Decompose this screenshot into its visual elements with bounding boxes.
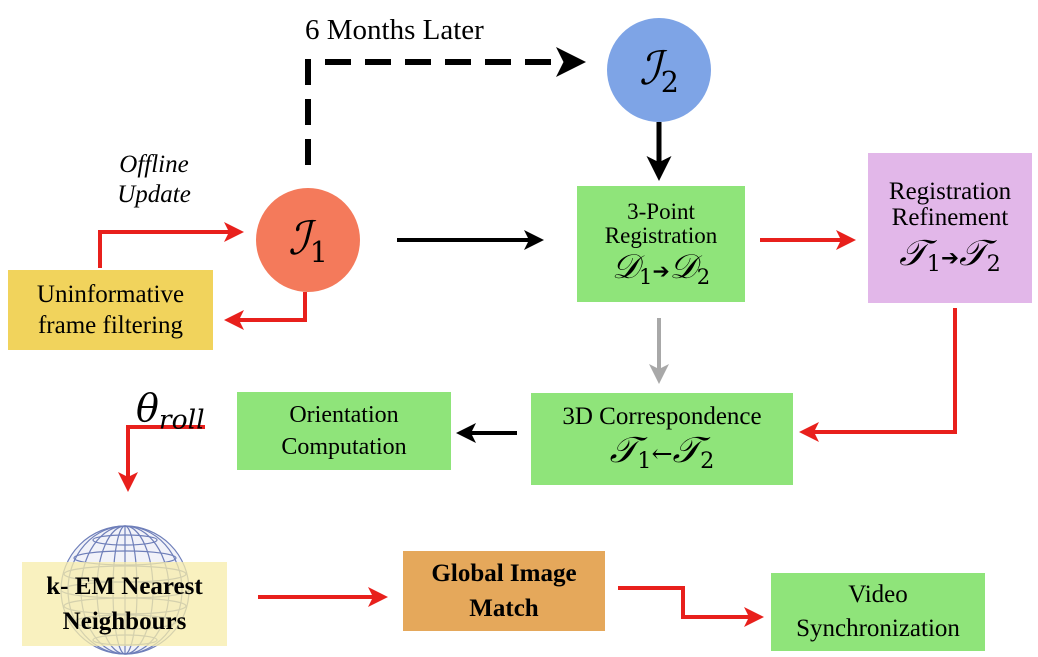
uninformative-line1: Uninformative bbox=[36, 280, 185, 308]
refinement-line1: Registration bbox=[888, 177, 1012, 205]
global-line1: Global Image bbox=[431, 560, 577, 587]
i1-symbol: ℐ bbox=[288, 211, 310, 265]
ct2-symbol: 𝒯 bbox=[672, 430, 701, 472]
arrow-i1-to-filtering bbox=[224, 292, 307, 330]
global-image-match-box: Global Image Match bbox=[403, 551, 605, 631]
theta-roll-label: θroll bbox=[136, 386, 205, 435]
theta-symbol: θ bbox=[136, 386, 159, 430]
video-line2: Synchronization bbox=[796, 615, 960, 642]
three-point-line1: 3-Point bbox=[627, 198, 695, 224]
d2-symbol: 𝒟 bbox=[669, 247, 697, 288]
correspondence-math: 𝒯1←𝒯2 bbox=[610, 432, 715, 474]
offline-line: Offline bbox=[119, 151, 189, 178]
d1-symbol: 𝒟 bbox=[611, 247, 640, 288]
i1-subscript: 1 bbox=[309, 235, 328, 269]
theta-subscript: roll bbox=[158, 404, 205, 436]
orientation-line2: Computation bbox=[281, 434, 407, 460]
arrow-six-months-dashed bbox=[305, 47, 586, 165]
arrow-offline-update bbox=[98, 222, 244, 268]
t-arrow: ➔ bbox=[940, 246, 960, 272]
d2-subscript: 2 bbox=[696, 264, 711, 290]
knn-box: k- EM Nearest Neighbours bbox=[22, 562, 227, 646]
ct1-subscript: 1 bbox=[637, 448, 652, 475]
three-point-line2: Registration bbox=[604, 222, 718, 248]
refinement-math: 𝒯1➔𝒯2 bbox=[899, 235, 1001, 277]
image-i2-circle: ℐ2 bbox=[607, 18, 711, 122]
d1-subscript: 1 bbox=[639, 264, 653, 290]
ct-arrow: ← bbox=[651, 439, 673, 469]
arrow-global-to-video bbox=[618, 586, 764, 627]
video-line1: Video bbox=[848, 581, 908, 609]
offline-update-label: Offline Update bbox=[104, 150, 204, 210]
correspondence-line1: 3D Correspondence bbox=[562, 403, 762, 431]
d-arrow: ➔ bbox=[652, 259, 670, 284]
uninformative-filtering-box: Uninformative frame filtering bbox=[8, 270, 213, 350]
orientation-line1: Orientation bbox=[289, 401, 399, 428]
t2-symbol: 𝒯 bbox=[959, 233, 987, 275]
global-line2: Match bbox=[469, 595, 539, 622]
t2-subscript: 2 bbox=[986, 251, 1001, 278]
arrow-theta-to-knn bbox=[118, 425, 205, 492]
uninformative-line2: frame filtering bbox=[37, 312, 184, 339]
ct2-subscript: 2 bbox=[700, 448, 715, 475]
video-synchronization-box: Video Synchronization bbox=[771, 573, 985, 651]
arrow-refinement-to-correspondence bbox=[799, 308, 957, 442]
correspondence-3d-box: 3D Correspondence 𝒯1←𝒯2 bbox=[531, 393, 793, 485]
ct1-symbol: 𝒯 bbox=[609, 430, 638, 472]
image-i1-circle: ℐ1 bbox=[256, 188, 360, 292]
knn-line2: Neighbours bbox=[62, 608, 187, 635]
i2-symbol: ℐ bbox=[639, 41, 661, 95]
knn-line1: k- EM Nearest bbox=[46, 573, 203, 600]
i2-subscript: 2 bbox=[660, 65, 679, 99]
orientation-computation-box: Orientation Computation bbox=[237, 392, 451, 470]
t1-symbol: 𝒯 bbox=[899, 233, 927, 275]
refinement-line2: Refinement bbox=[891, 204, 1009, 232]
t1-subscript: 1 bbox=[926, 251, 941, 278]
months-later-label: 6 Months Later bbox=[305, 14, 484, 46]
three-point-registration-box: 3-Point Registration 𝒟1➔𝒟2 bbox=[577, 186, 745, 302]
registration-refinement-box: Registration Refinement 𝒯1➔𝒯2 bbox=[868, 153, 1032, 303]
three-point-math: 𝒟1➔𝒟2 bbox=[611, 247, 711, 290]
update-line: Update bbox=[117, 181, 191, 208]
